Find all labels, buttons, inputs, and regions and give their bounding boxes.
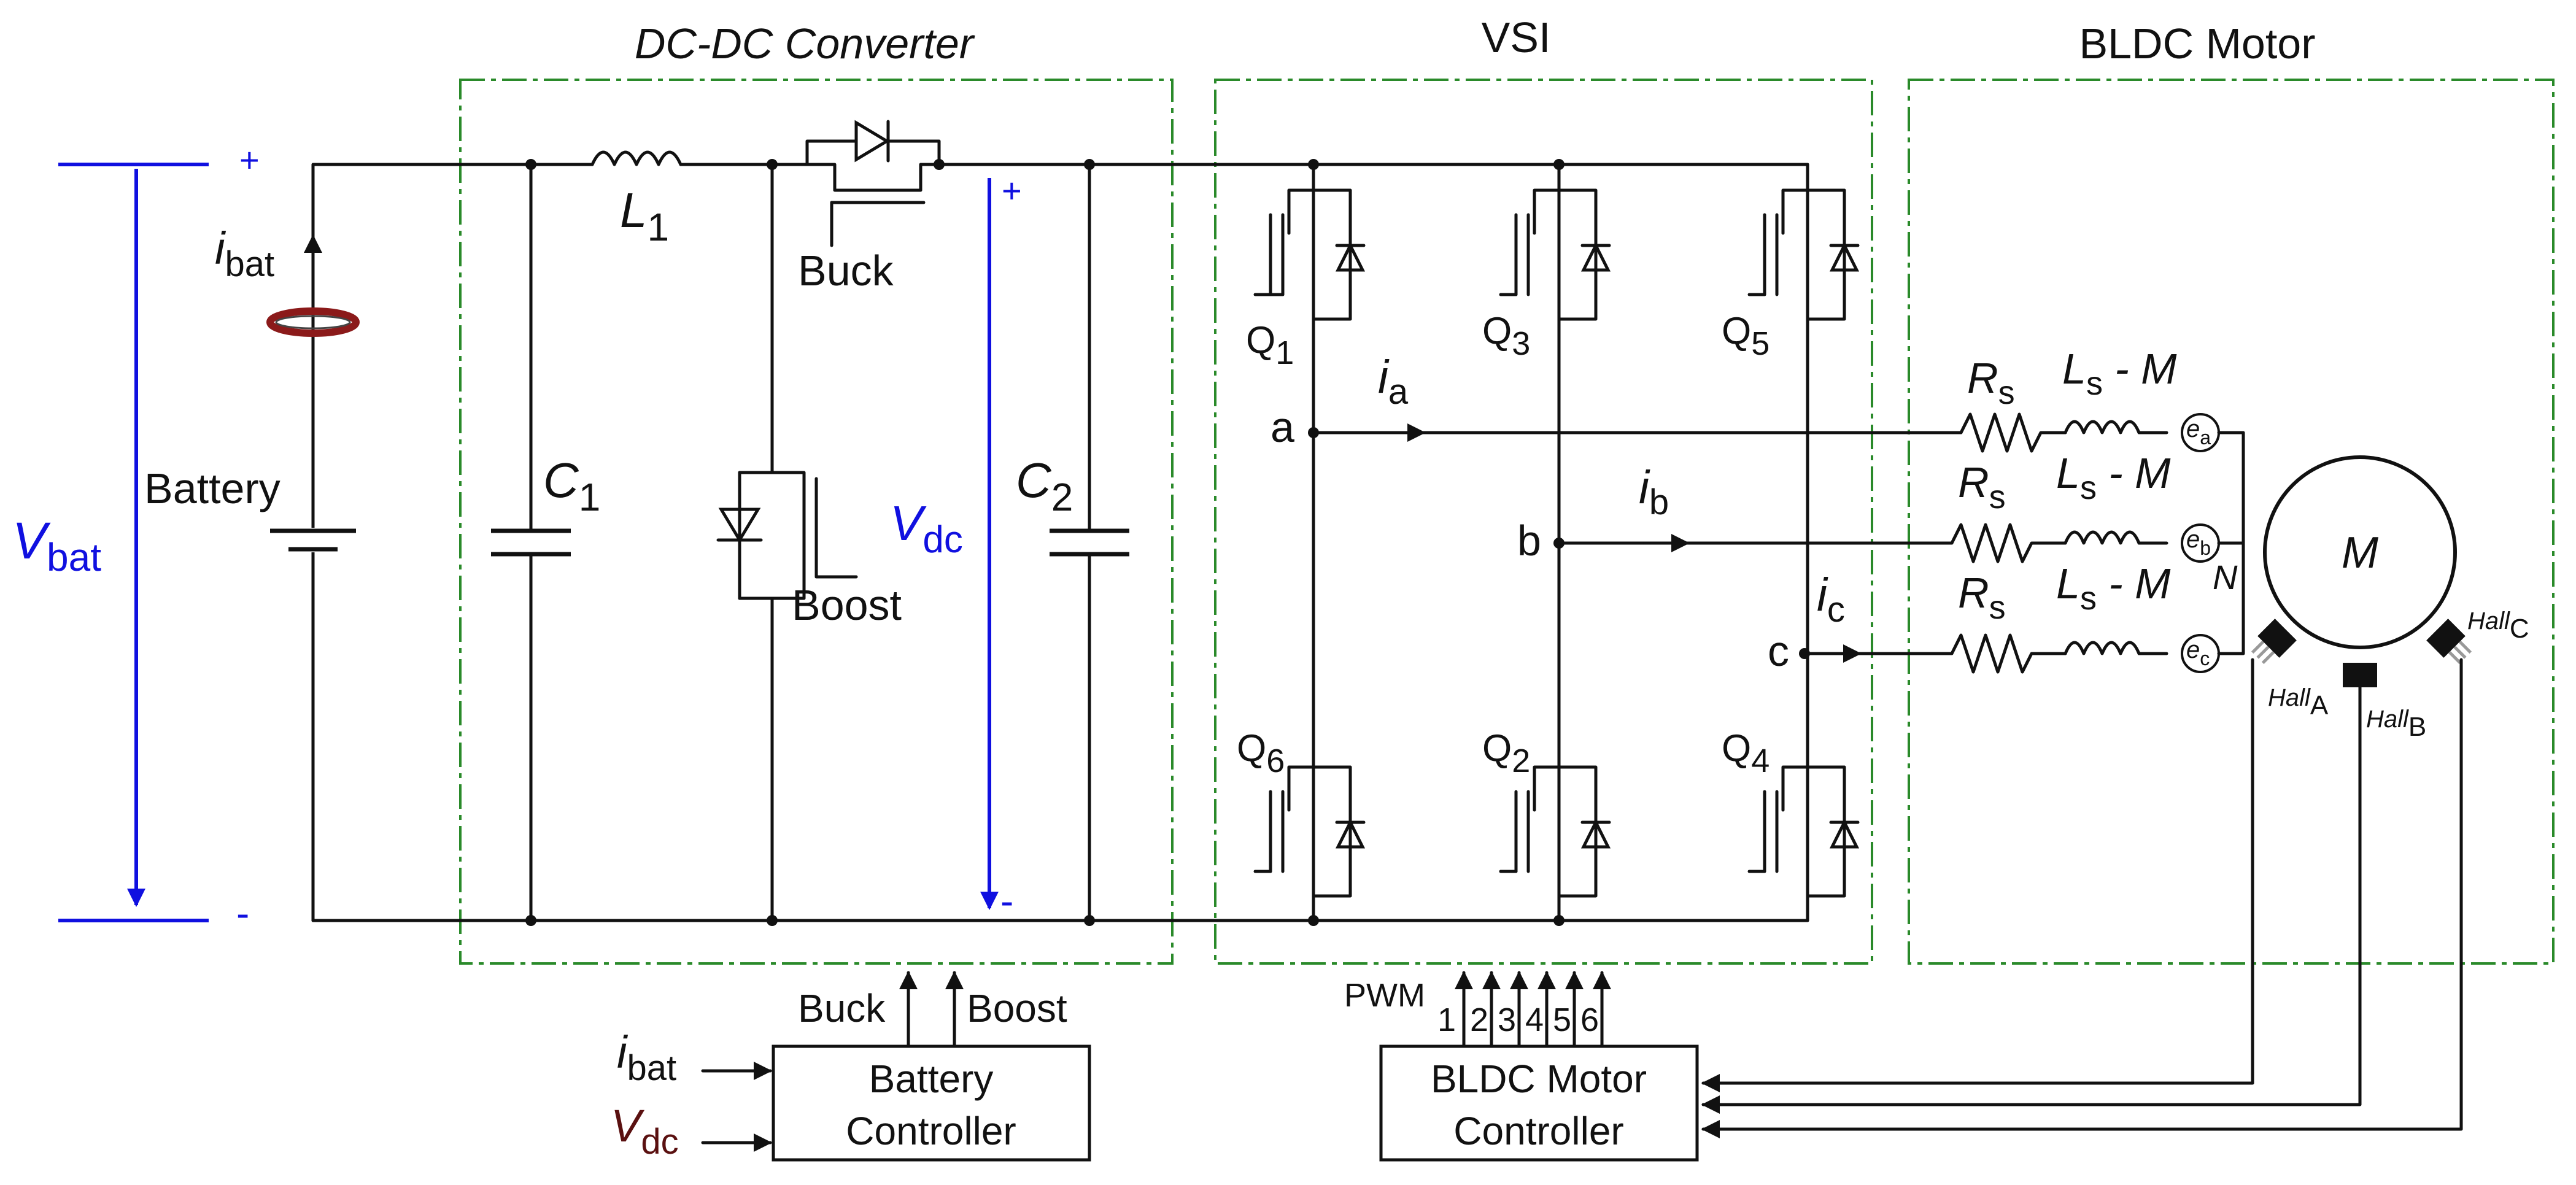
ls-a-icon [2064,420,2168,434]
pwm-1: 1 [1437,1002,1456,1038]
q1-label: Q1 [1246,319,1294,371]
hall-a-feedback [1701,658,2254,1092]
q2-label: Q2 [1482,727,1530,779]
c2-label: C2 [1016,453,1073,519]
hall-c-icon [2426,619,2472,665]
battery-label: Battery [144,465,280,512]
motor-icon [2263,455,2457,649]
bldc-controller-line1: BLDC Motor [1431,1057,1647,1101]
rs-c-icon [1950,633,2067,674]
ls-c-label: Ls - M [2056,560,2171,617]
hall-a-label: HallA [2268,684,2329,720]
ls-a-label: Ls - M [2062,345,2177,402]
buck-diode-icon [854,120,890,163]
pwm-2: 2 [1470,1002,1488,1038]
q3-label: Q3 [1482,310,1530,362]
pwm-4: 4 [1525,1002,1544,1038]
rs-c-label: Rs [1958,569,2006,626]
ic-label: ic [1817,569,1845,630]
ec-label: ec [2186,636,2210,670]
node-a-label: a [1271,403,1294,451]
q4-label: Q4 [1722,727,1770,779]
boost-label: Boost [792,581,902,629]
ea-label: ea [2186,415,2211,449]
bldc-motor-controller[interactable] [1379,1044,1699,1162]
switch-q5-icon [1747,188,1860,321]
pwm-label: PWM [1344,977,1425,1014]
bc-ibat-label: ibat [617,1027,676,1088]
vbat-label: Vbat [12,512,101,579]
switch-q6-icon [1253,765,1366,898]
bc-boost-label: Boost [967,986,1067,1030]
bc-buck-label: Buck [798,986,886,1030]
pwm-3: 3 [1498,1002,1516,1038]
dcdc-converter-box [459,79,1174,965]
neutral-label: N [2213,558,2238,596]
buck-mosfet-body [805,163,941,192]
current-sensor-icon [266,307,360,337]
switch-q1-icon [1253,188,1366,321]
vbat-minus: - [236,891,249,935]
hall-b-label: HallB [2366,706,2426,742]
hall-b-feedback [1701,685,2362,1114]
ib-label: ib [1639,461,1669,522]
bldc-title: BLDC Motor [2079,20,2315,68]
ls-b-label: Ls - M [2056,449,2171,506]
ia-label: ia [1378,351,1409,412]
battery-controller-line1: Battery [869,1057,994,1101]
buck-diode-out [886,139,941,166]
pwm-5: 5 [1553,1002,1571,1038]
q6-label: Q6 [1237,727,1285,779]
buck-label: Buck [798,247,894,295]
q5-label: Q5 [1722,310,1770,362]
l1-label: L1 [620,183,669,249]
hall-b-icon [2343,663,2377,687]
vsi-box [1214,79,1873,965]
rs-a-label: Rs [1967,354,2015,411]
rs-b-icon [1950,523,2067,563]
vdc-plus: + [1002,171,1022,210]
bldc-motor-box [1908,79,2555,965]
switch-q3-icon [1499,188,1611,321]
battery-controller[interactable] [772,1044,1091,1162]
ls-b-icon [2064,530,2168,545]
ibat-label: ibat [215,223,274,284]
battery-controller-line2: Controller [846,1109,1016,1153]
hall-c-label: HallC [2467,608,2529,644]
inductor-l1 [590,150,707,166]
bc-vdc-label: Vdc [611,1100,679,1162]
battery-wire-top [311,163,536,922]
node-b-label: b [1517,517,1541,565]
switch-q2-icon [1499,765,1611,898]
c1-label: C1 [543,453,600,519]
junction-dots [525,159,1810,926]
current-sensor-inner [275,315,351,330]
rs-b-label: Rs [1958,458,2006,515]
eb-label: eb [2186,526,2211,559]
vbat-plus: + [239,141,260,179]
rs-a-icon [1959,412,2067,453]
buck-switch-wire [770,139,858,166]
pwm-6: 6 [1580,1002,1599,1038]
hall-a-icon [2251,619,2297,665]
vdc-minus: - [1000,879,1013,923]
hall-c-feedback [1701,658,2463,1138]
pwm-arrows [1455,971,1611,1048]
ls-c-icon [2064,641,2168,655]
vdc-label: Vdc [890,496,963,561]
switch-q4-icon [1747,765,1860,898]
boost-mosfet-body [770,471,806,600]
motor-label: M [2342,528,2378,577]
node-c-label: c [1768,627,1789,675]
bldc-controller-line2: Controller [1453,1109,1623,1153]
dcdc-title: DC-DC Converter [635,20,975,68]
vsi-title: VSI [1482,14,1551,61]
